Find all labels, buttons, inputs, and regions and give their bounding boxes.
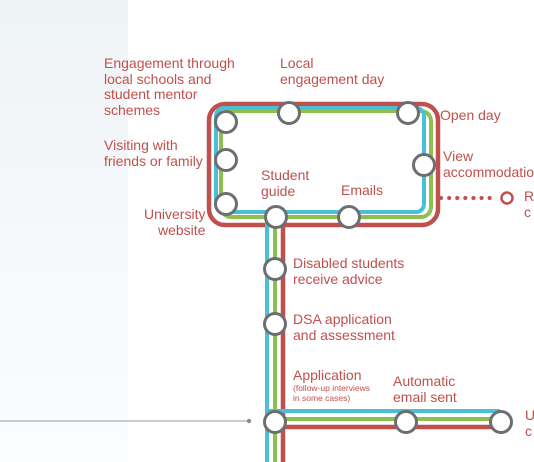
label-offscreen-bottom: U c [525,407,534,439]
label-local-engagement-day: Local engagement day [280,55,385,87]
station-node-dsa [263,312,287,336]
station-node-automatic-email [394,410,418,434]
left-background-panel [0,0,128,462]
label-dsa: DSA application and assessment [293,311,395,343]
label-automatic-email: Automatic email sent [393,373,457,405]
pointer-dot [246,418,252,424]
station-node-visiting [214,148,238,172]
station-node-disabled-students [263,257,287,281]
label-application: Application [293,367,362,383]
loop-red-line [206,101,441,228]
station-node-engagement [214,110,238,134]
station-node-end [489,410,513,434]
station-node-view-accommodation [412,153,436,177]
label-application-note: (follow-up interviews in some cases) [293,383,370,403]
station-node-university-website [214,192,238,216]
loop-blue-line [214,106,426,214]
station-node-emails [337,205,361,229]
label-disabled-students: Disabled students receive advice [293,255,405,287]
station-node-local-engagement-day [277,101,301,125]
offscreen-stop-marker [500,191,514,205]
station-node-application [263,410,287,434]
station-node-student-guide [264,205,288,229]
loop-green-line [219,109,433,219]
label-offscreen-top: R c [524,188,534,220]
label-visiting: Visiting with friends or family [104,137,203,169]
label-engagement: Engagement through local schools and stu… [104,55,235,118]
label-student-guide: Student guide [261,167,310,199]
label-view-accommodation: View accommodation [443,148,534,180]
label-emails: Emails [341,182,384,198]
station-node-open-day [396,101,420,125]
label-university-website: University website [144,206,206,238]
label-open-day: Open day [440,107,501,123]
